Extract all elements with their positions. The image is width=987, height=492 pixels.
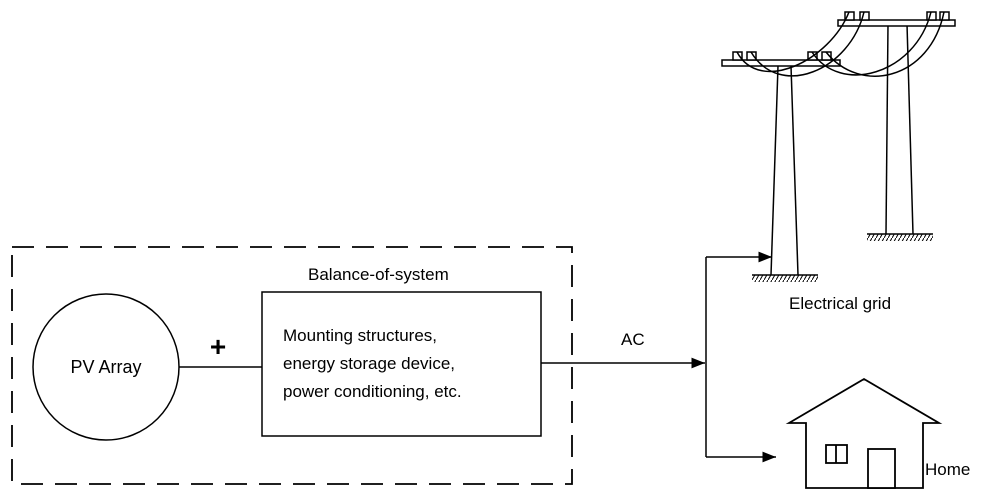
- ac-label: AC: [621, 330, 645, 349]
- utility-pole-front: [721, 51, 841, 282]
- home-icon: [785, 377, 943, 489]
- home-label: Home: [925, 460, 970, 479]
- plus-symbol: +: [210, 331, 226, 362]
- electrical-grid-label: Electrical grid: [789, 294, 891, 313]
- bos-line-3: power conditioning, etc.: [283, 382, 462, 401]
- utility-pole-back: [837, 11, 956, 241]
- balance-of-system-title: Balance-of-system: [308, 265, 449, 284]
- power-lines: [736, 11, 945, 77]
- balance-of-system-boundary: [11, 246, 573, 485]
- bos-components-box: [261, 291, 542, 437]
- bos-line-2: energy storage device,: [283, 354, 455, 373]
- pv-array-label: PV Array: [70, 357, 141, 377]
- bos-line-1: Mounting structures,: [283, 326, 437, 345]
